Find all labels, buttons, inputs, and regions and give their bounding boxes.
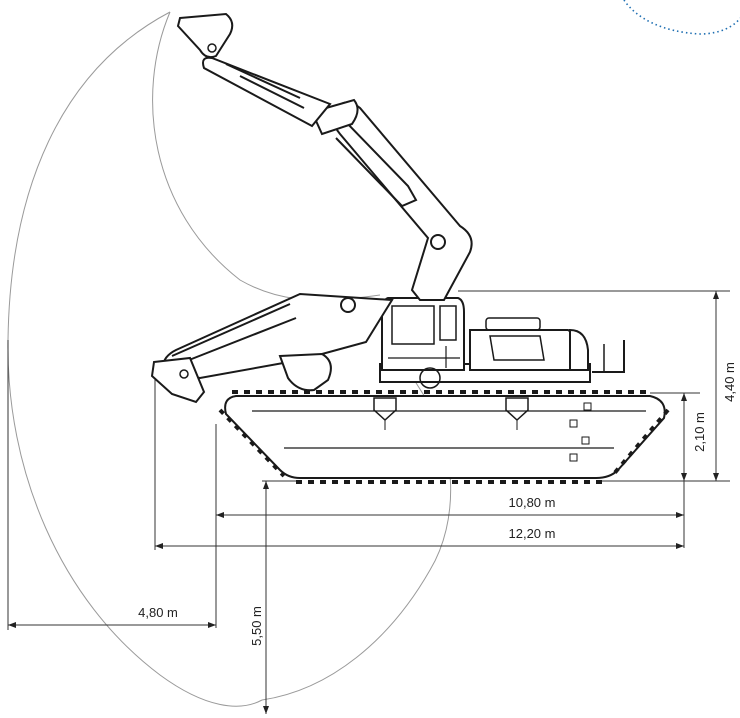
corner-badge-icon	[623, 0, 740, 35]
pontoon-undercarriage	[218, 390, 670, 484]
pontoon-length-label: 10,80 m	[509, 495, 556, 510]
overall-height-label: 4,40 m	[722, 362, 737, 402]
dimension-arrowheads	[8, 291, 719, 714]
operator-cab	[381, 297, 465, 389]
lowered-boom-arm	[150, 292, 394, 404]
dimension-labels: 4,40 m 2,10 m 10,80 m 12,20 m 4,80 m 5,5…	[138, 362, 737, 646]
pontoon-height-label: 2,10 m	[692, 412, 707, 452]
reach-offset-label: 4,80 m	[138, 605, 178, 620]
digging-depth-label: 5,50 m	[249, 606, 264, 646]
overall-length-label: 12,20 m	[509, 526, 556, 541]
raised-boom-arm	[176, 12, 473, 301]
dimension-lines	[7, 290, 730, 714]
